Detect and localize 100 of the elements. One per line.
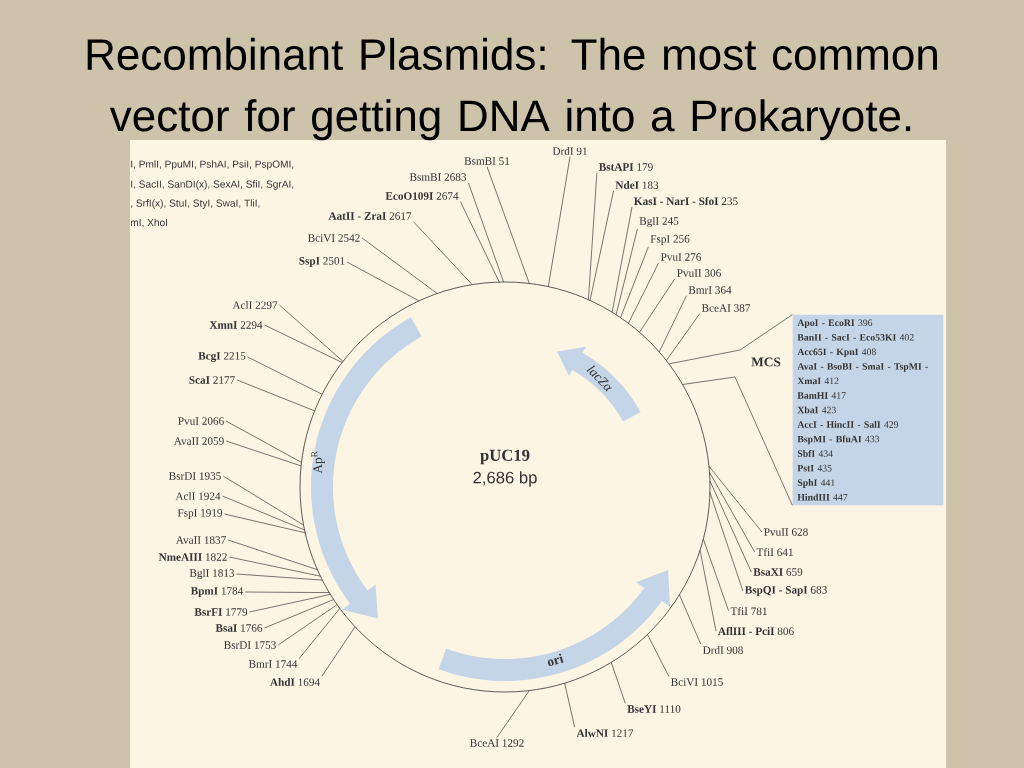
site-label: BsaI 1766	[215, 624, 263, 632]
leader-line	[615, 228, 638, 316]
leader-line	[227, 539, 318, 571]
leader-line	[222, 475, 304, 526]
leader-line	[460, 201, 500, 283]
site-label: AhdI 1694	[270, 678, 320, 686]
mcs-box: ApoI - EcoRI 396 BanII - SacI - Eco53KI 402 Acc65I - KpnI 408 AvaI - BsoBI - SmaI - TspMI - XmaI 412 BamHI 417 XbaI 423 AccI - HincII - SalI 429 BspMI - BfuAI 433 SbfI 434 PstI 435 SphI 441 HindIII 447	[792, 314, 944, 506]
site-label: AflIII - PciI 806	[718, 627, 794, 635]
node-label: SbfI 434	[797, 449, 833, 457]
leader-line	[682, 376, 793, 506]
leader-line	[709, 480, 752, 573]
leader-line	[658, 295, 687, 353]
node-label: Acc65I - KpnI 408	[797, 348, 876, 358]
node-label: PstI 435	[797, 464, 832, 472]
site-label: BciVI 1015	[671, 678, 723, 686]
site-label: PvuII 628	[764, 528, 808, 536]
feature-label: ori	[547, 653, 564, 666]
node-label: BspMI - BfuAI 433	[797, 435, 880, 445]
leader-line	[708, 465, 763, 533]
leader-line	[298, 608, 341, 659]
site-label: BglI 245	[639, 216, 679, 228]
leader-line	[610, 661, 626, 704]
leader-line	[468, 182, 504, 283]
leader-line	[709, 471, 755, 553]
site-label: EcoO109I 2674	[385, 192, 459, 200]
site-label: SspI 2501	[299, 257, 345, 267]
node-label: SphI 441	[797, 479, 835, 488]
site-label: BspQI - SapI 683	[744, 586, 827, 596]
site-label: TfiI 781	[730, 607, 767, 615]
node-label: HindIII 447	[797, 493, 848, 501]
leader-line	[225, 420, 302, 463]
site-label: DrdI 908	[702, 646, 743, 654]
enzyme-list-text: I, PmlI, PpuMI, PshAI, PsiI, PspOMI,	[131, 160, 294, 170]
enzyme-list-text: I, SacII, SanDI(x), SexAI, SfiI, SgrAI,	[131, 180, 294, 190]
site-label: BsaXI 659	[753, 568, 803, 576]
site-label: BseYI 1110	[627, 705, 681, 713]
site-label: BsrDI 1753	[224, 641, 276, 649]
site-label: AatII - ZraI 2617	[328, 212, 412, 220]
site-label: BmrI 1744	[248, 660, 298, 668]
site-label: NdeI 183	[615, 181, 659, 189]
leader-line	[236, 379, 316, 412]
leader-line	[564, 682, 575, 728]
title: Recombinant Plasmids: The most common vector for getting DNA into a Prokaryote.	[87, 37, 937, 141]
site-label: BsrDI 1935	[169, 472, 221, 480]
leader-line	[244, 591, 330, 593]
site-label: PvuI 2066	[178, 417, 224, 425]
site-label: DrdI 91	[552, 147, 587, 155]
leader-line	[639, 278, 676, 333]
leader-line	[225, 440, 302, 467]
plasmid-name: 2,686 bp	[473, 471, 537, 487]
site-label: BcgI 2215	[198, 352, 246, 362]
leader-line	[228, 556, 321, 577]
leader-line	[702, 538, 729, 612]
leader-line	[628, 262, 660, 324]
node-label: XbaI 423	[797, 406, 836, 414]
leader-line	[277, 604, 338, 646]
site-label: AlwNI 1217	[576, 729, 634, 737]
leader-line	[496, 690, 530, 738]
leader-line	[620, 246, 649, 318]
leader-line	[668, 314, 793, 365]
node-label: BamHI 417	[797, 392, 846, 399]
leader-line	[699, 549, 717, 632]
leader-line	[247, 356, 323, 395]
site-label: TfiI 641	[756, 548, 793, 556]
leader-line	[611, 206, 633, 313]
mcs-label: MCS	[751, 357, 781, 367]
leader-line	[679, 594, 702, 645]
enzyme-list-text: , SrfI(x), StuI, StyI, SwaI, TliI,	[131, 199, 260, 209]
leader-line	[547, 156, 571, 287]
site-label: AclI 1924	[175, 492, 221, 500]
site-label: PvuII 306	[677, 269, 721, 277]
leader-line	[413, 221, 473, 285]
site-label: BsmBI 2683	[409, 173, 467, 181]
site-label: BsmBI 51	[464, 157, 510, 165]
leader-line	[647, 634, 670, 677]
site-label: BpmI 1784	[190, 587, 244, 597]
site-label: XmnI 2294	[209, 321, 263, 329]
site-label: ScaI 2177	[189, 376, 235, 384]
leader-line	[665, 313, 701, 361]
site-label: BmrI 364	[688, 286, 732, 294]
site-label: BceAI 1292	[470, 739, 524, 747]
node-label: AvaI - BsoBI - SmaI - TspMI - XmaI 412	[797, 363, 928, 385]
site-label: BglI 1813	[189, 568, 235, 580]
plasmid-name: pUC19	[480, 449, 530, 465]
leader-line	[709, 492, 744, 592]
node-label: AccI - HincII - SalI 429	[797, 420, 899, 428]
site-label: KasI - NarI - SfoI 235	[634, 197, 738, 205]
node-label: BanII - SacI - Eco53KI 402	[797, 334, 914, 341]
leader-line	[486, 166, 530, 284]
site-label: NmeAIII 1822	[158, 553, 227, 561]
feature-label: Ap$^{R}$	[311, 451, 325, 474]
leader-line	[589, 190, 614, 301]
site-label: BstAPI 179	[598, 163, 653, 171]
leader-line	[346, 261, 420, 302]
leader-line	[224, 513, 306, 534]
leader-line	[279, 304, 344, 362]
leader-line	[249, 594, 331, 613]
site-label: AvaII 2059	[173, 437, 224, 445]
leader-line	[236, 573, 323, 581]
site-label: BsrFI 1779	[194, 608, 248, 616]
